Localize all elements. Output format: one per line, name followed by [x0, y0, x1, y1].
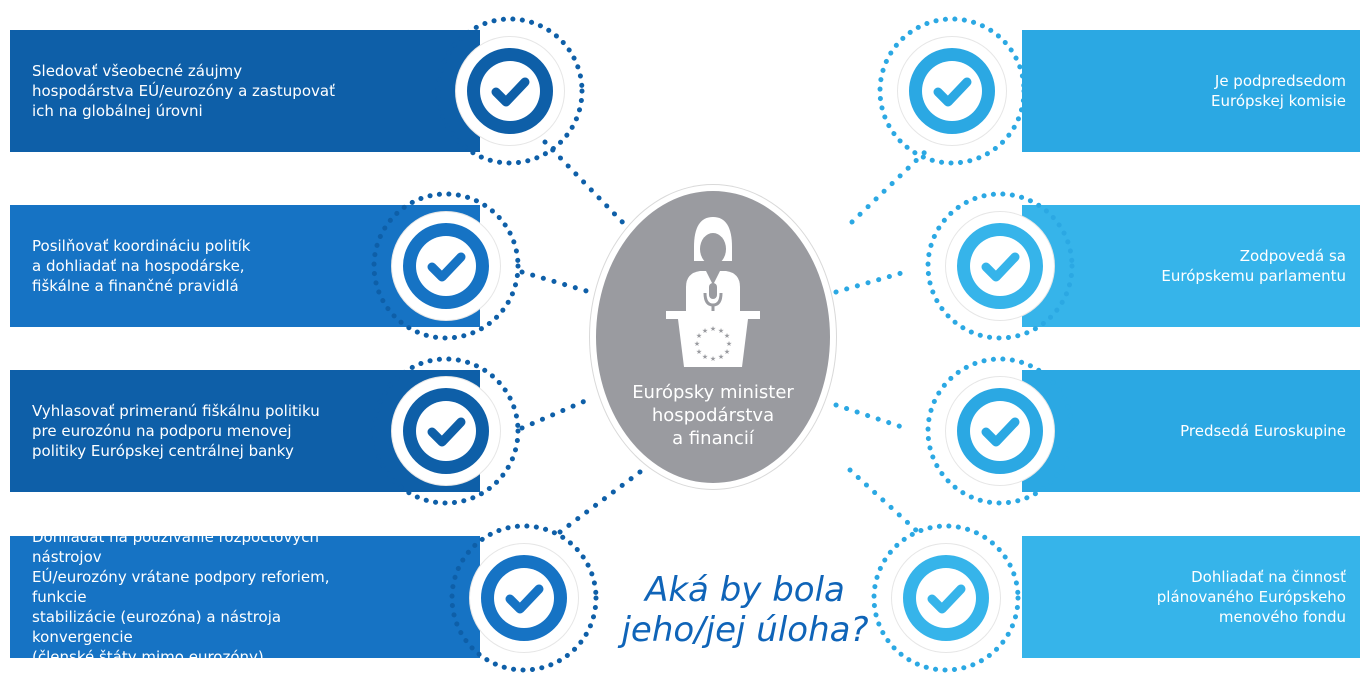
- left-badge-4: [446, 520, 602, 676]
- dotted-ring-icon: [435, 16, 585, 166]
- right-item-2: Zodpovedá sa Európskemu parlamentu: [1022, 205, 1360, 327]
- center-title: Európsky minister hospodárstva a financi…: [632, 382, 794, 449]
- check-badge: [456, 37, 564, 145]
- checkmark-icon: [970, 236, 1030, 296]
- right-item-4-text: Dohliadať na činnosť plánovaného Európsk…: [1156, 568, 1346, 626]
- connector-left-1: [542, 139, 635, 235]
- check-badge: [470, 544, 578, 652]
- connector-right-2: [833, 269, 908, 295]
- checkmark-icon: [494, 568, 554, 628]
- check-badge: [946, 377, 1054, 485]
- checkmark-icon: [480, 61, 540, 121]
- dotted-ring-icon: [877, 16, 1027, 166]
- left-item-2-text: Posilňovať koordináciu politík a dohliad…: [32, 237, 251, 295]
- checkmark-icon: [416, 401, 476, 461]
- svg-text:★: ★: [724, 332, 730, 340]
- left-badge-1: [432, 13, 588, 169]
- right-badge-1: [874, 13, 1030, 169]
- left-item-3-text: Vyhlasovať primeranú fiškálnu politiku p…: [32, 402, 320, 460]
- right-item-1: Je podpredsedom Európskej komisie: [1022, 30, 1360, 152]
- left-item-4: Dohliadať na používanie rozpočtových nás…: [10, 528, 480, 666]
- svg-text:★: ★: [694, 340, 700, 348]
- check-badge: [946, 212, 1054, 320]
- svg-text:★: ★: [702, 327, 708, 335]
- svg-text:★: ★: [726, 340, 732, 348]
- svg-text:★: ★: [696, 332, 702, 340]
- check-badge: [892, 544, 1000, 652]
- left-item-3: Vyhlasovať primeranú fiškálnu politiku p…: [10, 370, 480, 492]
- left-badge-3: [368, 353, 524, 509]
- right-badge-3: [922, 353, 1078, 509]
- check-badge: [898, 37, 1006, 145]
- right-item-1-text: Je podpredsedom Európskej komisie: [1211, 72, 1346, 110]
- left-item-4-text: Dohliadať na používanie rozpočtových nás…: [32, 528, 330, 666]
- svg-text:★: ★: [718, 327, 724, 335]
- check-badge: [392, 377, 500, 485]
- right-badge-4: [868, 520, 1024, 676]
- question-text: Aká by bola jeho/jej úloha?: [621, 570, 869, 650]
- checkmark-icon: [922, 61, 982, 121]
- checkmark-icon: [416, 236, 476, 296]
- checkmark-icon: [970, 401, 1030, 461]
- svg-text:★: ★: [702, 353, 708, 361]
- svg-text:★: ★: [718, 353, 724, 361]
- connector-left-3: [519, 395, 595, 431]
- left-badge-2: [368, 188, 524, 344]
- person-at-podium-icon: ★★★ ★★★ ★★★ ★★★: [666, 217, 760, 367]
- connector-right-3: [833, 402, 908, 431]
- right-badge-2: [922, 188, 1078, 344]
- connector-right-4: [847, 467, 921, 535]
- svg-text:★: ★: [696, 348, 702, 356]
- right-item-4: Dohliadať na činnosť plánovaného Európsk…: [1022, 536, 1360, 658]
- left-item-1-text: Sledovať všeobecné záujmy hospodárstva E…: [32, 62, 335, 120]
- svg-text:★: ★: [724, 348, 730, 356]
- right-item-2-text: Zodpovedá sa Európskemu parlamentu: [1161, 247, 1346, 285]
- left-item-1: Sledovať všeobecné záujmy hospodárstva E…: [10, 30, 480, 152]
- center-node: ★★★ ★★★ ★★★ ★★★ Európsky minister hospod…: [590, 185, 836, 489]
- svg-text:★: ★: [710, 355, 716, 363]
- checkmark-icon: [916, 568, 976, 628]
- dotted-ring-icon: [371, 356, 521, 506]
- right-item-3: Predsedá Euroskupine: [1022, 370, 1360, 492]
- right-item-3-text: Predsedá Euroskupine: [1180, 422, 1346, 440]
- dotted-ring-icon: [371, 191, 521, 341]
- svg-text:★: ★: [710, 325, 716, 333]
- connector-left-2: [519, 269, 593, 295]
- dotted-ring-icon: [925, 356, 1075, 506]
- dotted-ring-icon: [925, 191, 1075, 341]
- check-badge: [392, 212, 500, 320]
